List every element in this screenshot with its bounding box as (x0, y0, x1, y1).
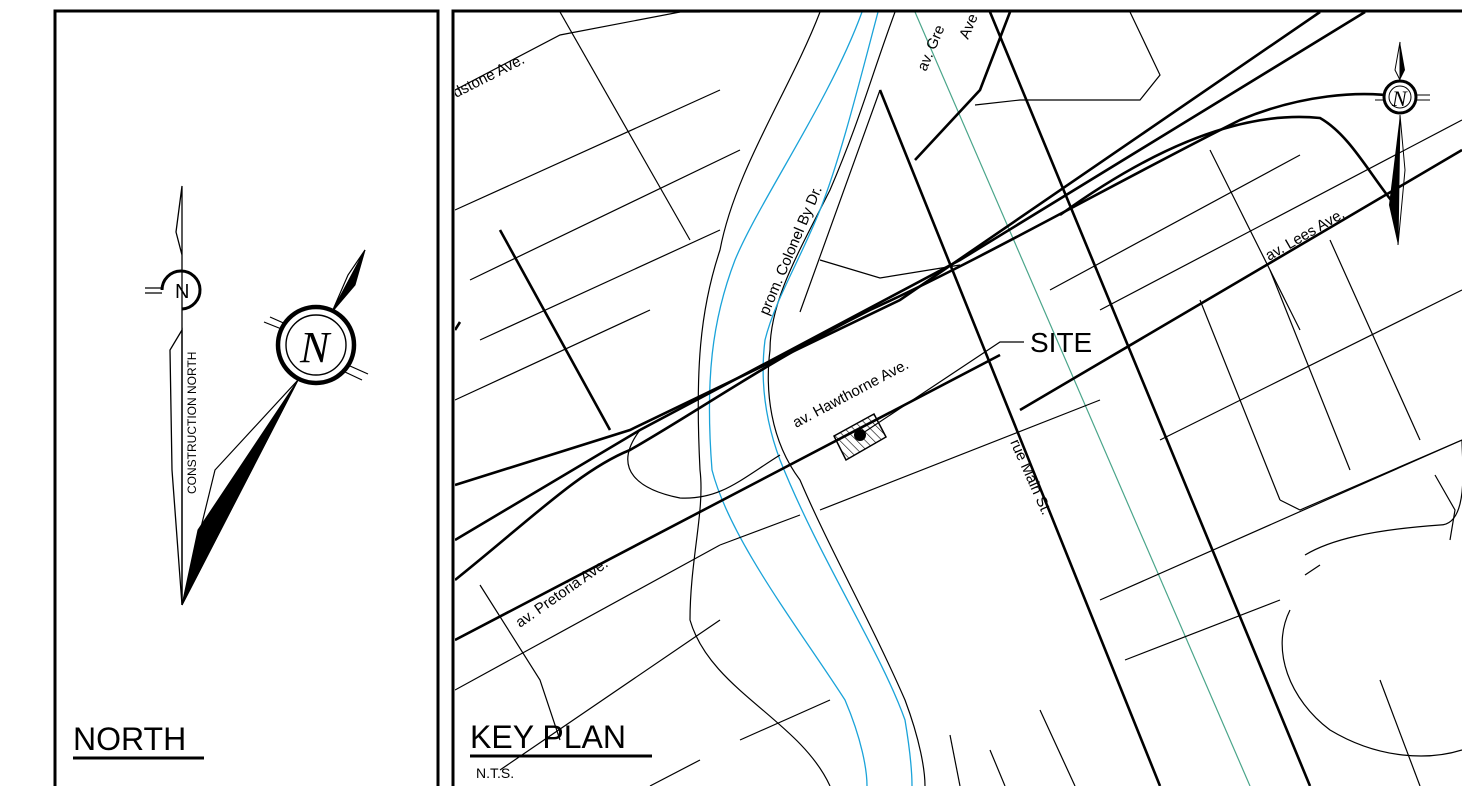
label-colonel-by-dr: prom. Colonel By Dr. (756, 184, 826, 318)
true-north-letter: N (299, 323, 332, 372)
label-greenfield-ave: av. Gre (914, 23, 948, 74)
river-bank-east (767, 12, 926, 786)
label-lees-ave: av. Lees Ave. (1263, 205, 1348, 264)
key-plan-frame (451, 9, 1462, 786)
key-plan-scale: N.T.S. (476, 765, 514, 781)
north-title: NORTH (73, 721, 186, 757)
river-bank-west (689, 12, 831, 786)
site-marker (833, 341, 1024, 462)
site-label: SITE (1030, 327, 1092, 358)
true-north-arrow: N (181, 249, 369, 606)
key-plan-map: N dstone Ave. prom. Colonel By Dr. av. G… (450, 11, 1462, 786)
rail-line (914, 12, 1251, 786)
north-panel-frame (53, 9, 440, 786)
north-panel: N CONSTRUCTION NORTH N NORTH (53, 9, 440, 786)
label-main-st: rue Main St. (1006, 437, 1054, 518)
label-hawthorne-ave: av. Hawthorne Ave. (790, 356, 912, 431)
rideau-river (708, 12, 868, 786)
key-plan-north-arrow: N (1375, 41, 1430, 246)
label-gladstone-ave: dstone Ave. (450, 51, 527, 102)
construction-north-letter: N (175, 281, 189, 303)
key-plan-title: KEY PLAN (470, 719, 626, 755)
construction-north-arrow: N CONSTRUCTION NORTH (145, 185, 202, 606)
key-plan-north-letter: N (1391, 86, 1408, 111)
main-street (988, 12, 1312, 786)
key-plan-panel: N dstone Ave. prom. Colonel By Dr. av. G… (450, 9, 1462, 786)
construction-north-label: CONSTRUCTION NORTH (185, 352, 199, 494)
label-greenfield-ave-2: Ave (956, 11, 982, 41)
lees-ave (1019, 148, 1462, 412)
label-pretoria-ave: av. Pretoria Ave. (513, 555, 612, 631)
